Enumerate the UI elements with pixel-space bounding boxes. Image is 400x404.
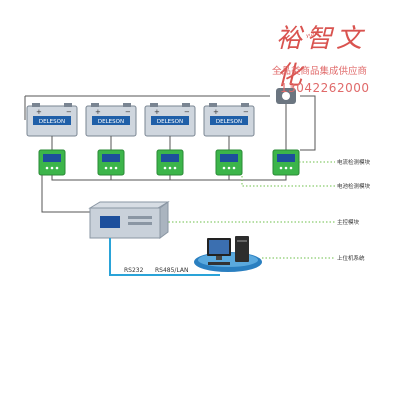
battery-brand: DELESON [39,119,65,125]
battery-brand: DELESON [157,119,183,125]
label-pc-system: 上位机系统 [337,254,365,262]
svg-text:+: + [154,108,160,116]
module-5 [272,149,300,176]
watermark-slogan: 全品类商品集成供应商 [272,66,368,77]
svg-text:+: + [95,108,101,116]
battery-4: + − DELESON [203,103,255,137]
label-voltage-module: 电池检测模块 [337,182,371,190]
rs232-label: RS232 [124,267,144,274]
module-2 [97,149,125,176]
module-3 [156,149,184,176]
battery-module-wires [51,136,230,150]
leader-voltage-module [241,176,335,187]
svg-text:+: + [213,108,219,116]
svg-text:+: + [36,108,42,116]
rs485-label: RS485/LAN [155,267,189,274]
watermark-logo: 裕智文化 yuzhi 全品类商品集成供应商 13042262000 [262,18,394,98]
pc-system [194,236,262,272]
battery-1: + − DELESON [26,103,78,137]
battery-3: + − DELESON [144,103,196,137]
host-module [88,201,170,239]
svg-text:−: − [125,108,131,116]
top-bus-wire [25,95,316,151]
module-1 [38,149,66,176]
battery-brand: DELESON [98,119,124,125]
svg-text:−: − [66,108,72,116]
current-sensor [276,88,296,150]
watermark-phone: 13042262000 [280,81,370,95]
battery-2: + − DELESON [85,103,137,137]
svg-text:−: − [184,108,190,116]
label-current-module: 电流检测模块 [337,158,371,166]
svg-text:−: − [243,108,249,116]
comm-line [109,238,220,276]
label-host-module: 主控模块 [337,218,360,226]
module-4 [215,149,243,176]
watermark-brand: 裕智文化 [276,24,367,91]
battery-brand: DELESON [216,119,242,125]
module-bus-wire [41,175,287,213]
